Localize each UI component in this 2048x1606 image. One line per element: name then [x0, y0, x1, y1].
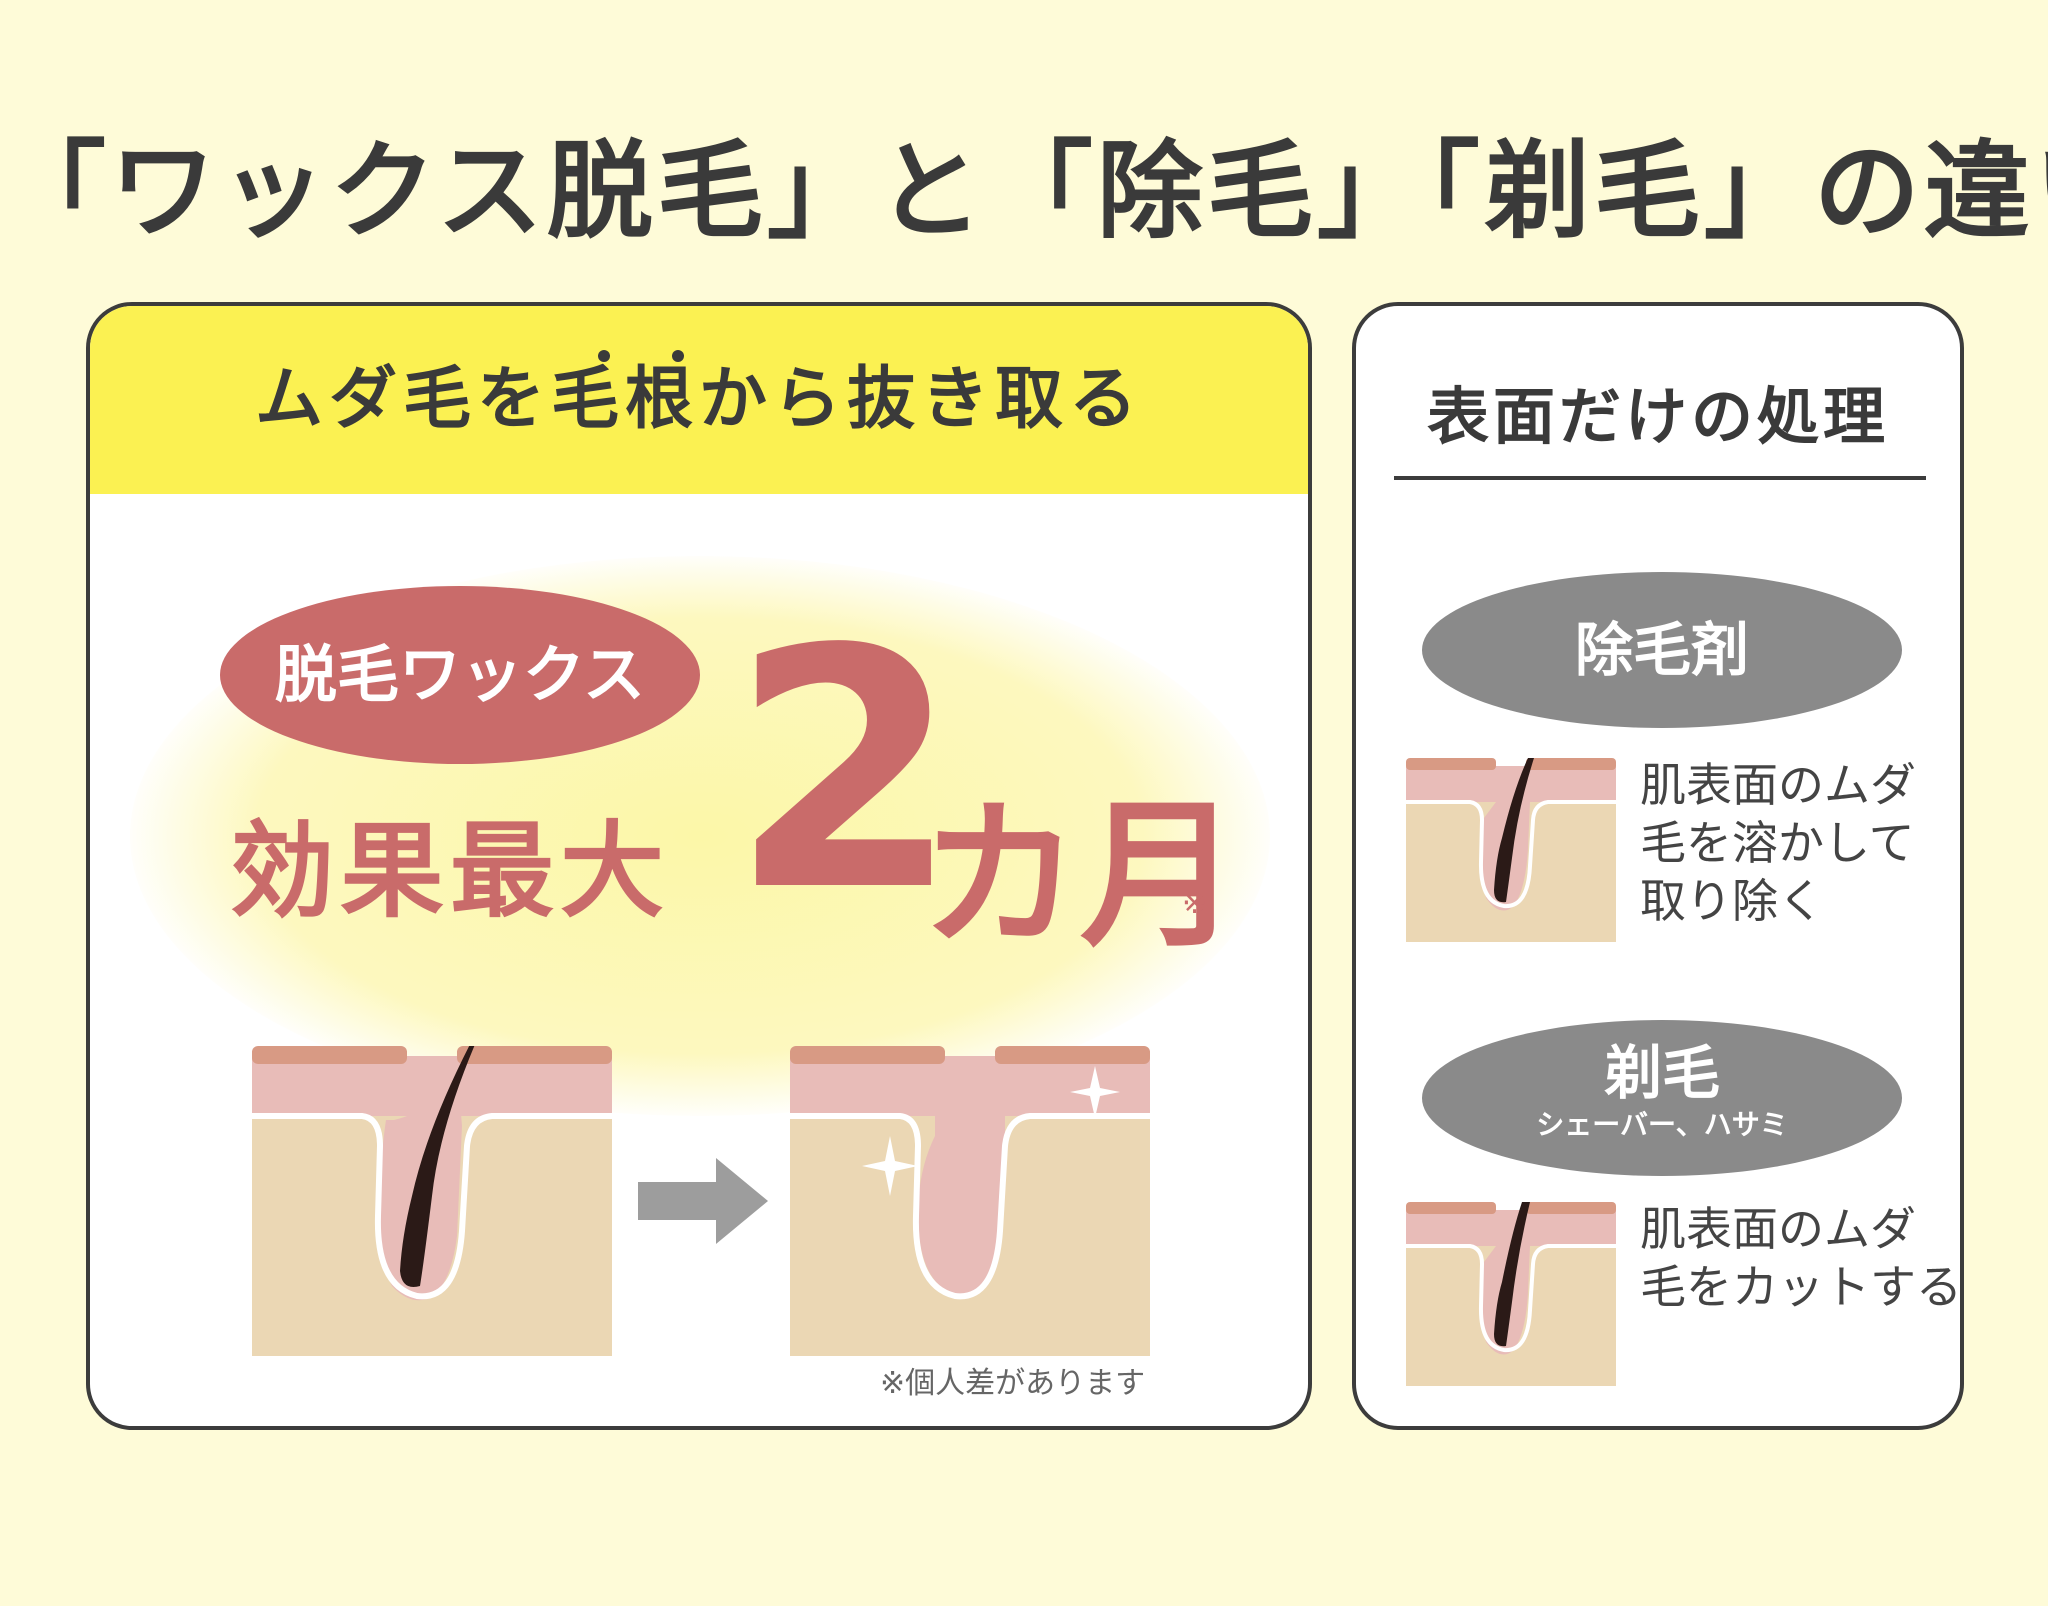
effect-number: 2 — [730, 579, 960, 963]
wax-product-badge: 脱毛ワックス — [220, 586, 700, 764]
wax-panel-header: ムダ毛を毛根から抜き取る — [90, 306, 1308, 494]
wax-panel: ムダ毛を毛根から抜き取る 脱毛ワックス 効果最大 2 カ月 ※ ※個人差がありま… — [86, 302, 1312, 1430]
arrow-right-icon — [638, 1158, 768, 1244]
hair-remover-badge: 除毛剤 — [1422, 572, 1902, 728]
skin-remover-diagram — [1406, 758, 1616, 942]
emphasis-dot — [672, 350, 684, 362]
sparkle-icon — [862, 1136, 918, 1196]
surface-panel-header: 表面だけの処理 — [1426, 380, 1889, 453]
shaving-badge: 剃毛 シェーバー、ハサミ — [1422, 1020, 1902, 1176]
shaving-description: 肌表面のムダ 毛をカットする — [1640, 1202, 1962, 1314]
skin-shave-diagram — [1406, 1202, 1616, 1386]
hair-remover-description: 肌表面のムダ 毛を溶かして 取り除く — [1640, 758, 1916, 928]
skin-before-diagram — [252, 1046, 612, 1356]
sparkle-icon — [1070, 1066, 1120, 1118]
effect-label: 効果最大 — [230, 810, 671, 932]
surface-panel: 表面だけの処理 除毛剤 肌表面のムダ 毛を溶かして 取り除く 剃毛 シェーバー、… — [1352, 302, 1964, 1430]
skin-after-diagram — [790, 1046, 1150, 1356]
emphasis-dot — [598, 350, 610, 362]
footnote: ※個人差があります — [880, 1366, 1146, 1401]
header-divider — [1394, 476, 1926, 480]
effect-unit: カ月 — [920, 782, 1241, 969]
page-title: 「ワックス脱毛」と「除毛」「剃毛」の違い — [0, 130, 2048, 253]
effect-footnote-mark: ※ — [1182, 886, 1208, 921]
